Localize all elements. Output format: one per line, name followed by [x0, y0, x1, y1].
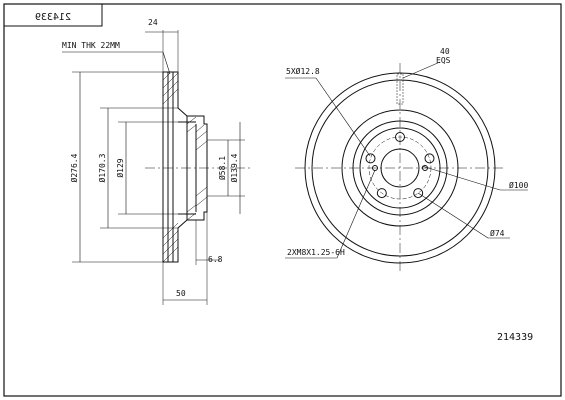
bolt-holes-label: 5XØ12.8 — [286, 66, 320, 76]
bolt-hole-4 — [376, 188, 387, 199]
bore-74-label: Ø74 — [490, 228, 505, 238]
front-view — [285, 61, 528, 273]
part-number: 214339 — [497, 332, 533, 343]
slot-angle-label: 40 — [440, 47, 450, 56]
extension-lines — [72, 30, 245, 305]
dim-hat-outer-label: Ø139.4 — [229, 153, 239, 182]
section-hatching-top — [162, 72, 208, 151]
title-block — [3, 3, 103, 27]
vent-slot-marker — [396, 73, 404, 105]
dim-total-height-label: 50 — [176, 289, 186, 298]
dim-inner-diameter-label: Ø129 — [115, 158, 125, 177]
slot-eqs-label: EQS — [436, 56, 451, 65]
min-thickness-label: MIN THK 22MM — [62, 41, 120, 50]
dim-hat-diameter-label: Ø170.3 — [97, 153, 107, 182]
title-block-number: 214339 — [35, 12, 71, 23]
threaded-holes-label: 2XM8X1.25-6H — [287, 248, 345, 257]
dim-center-bore-label: Ø58.1 — [217, 156, 227, 180]
dimension-lines — [62, 31, 241, 301]
border-frame — [3, 3, 562, 397]
bolt-hole-2 — [424, 153, 435, 164]
leader-lines — [285, 61, 528, 259]
pcd-label: Ø100 — [509, 180, 528, 190]
dim-hat-offset-label: 6.8 — [208, 255, 223, 264]
bolt-hole-5 — [365, 153, 376, 164]
dim-top-label: 24 — [148, 18, 158, 27]
dim-outer-diameter-label: Ø276.4 — [69, 153, 79, 182]
side-section-view — [62, 30, 250, 305]
section-hatching-bottom — [162, 186, 208, 263]
rotor-section-outline — [162, 71, 208, 263]
bolt-hole-3 — [413, 188, 424, 199]
